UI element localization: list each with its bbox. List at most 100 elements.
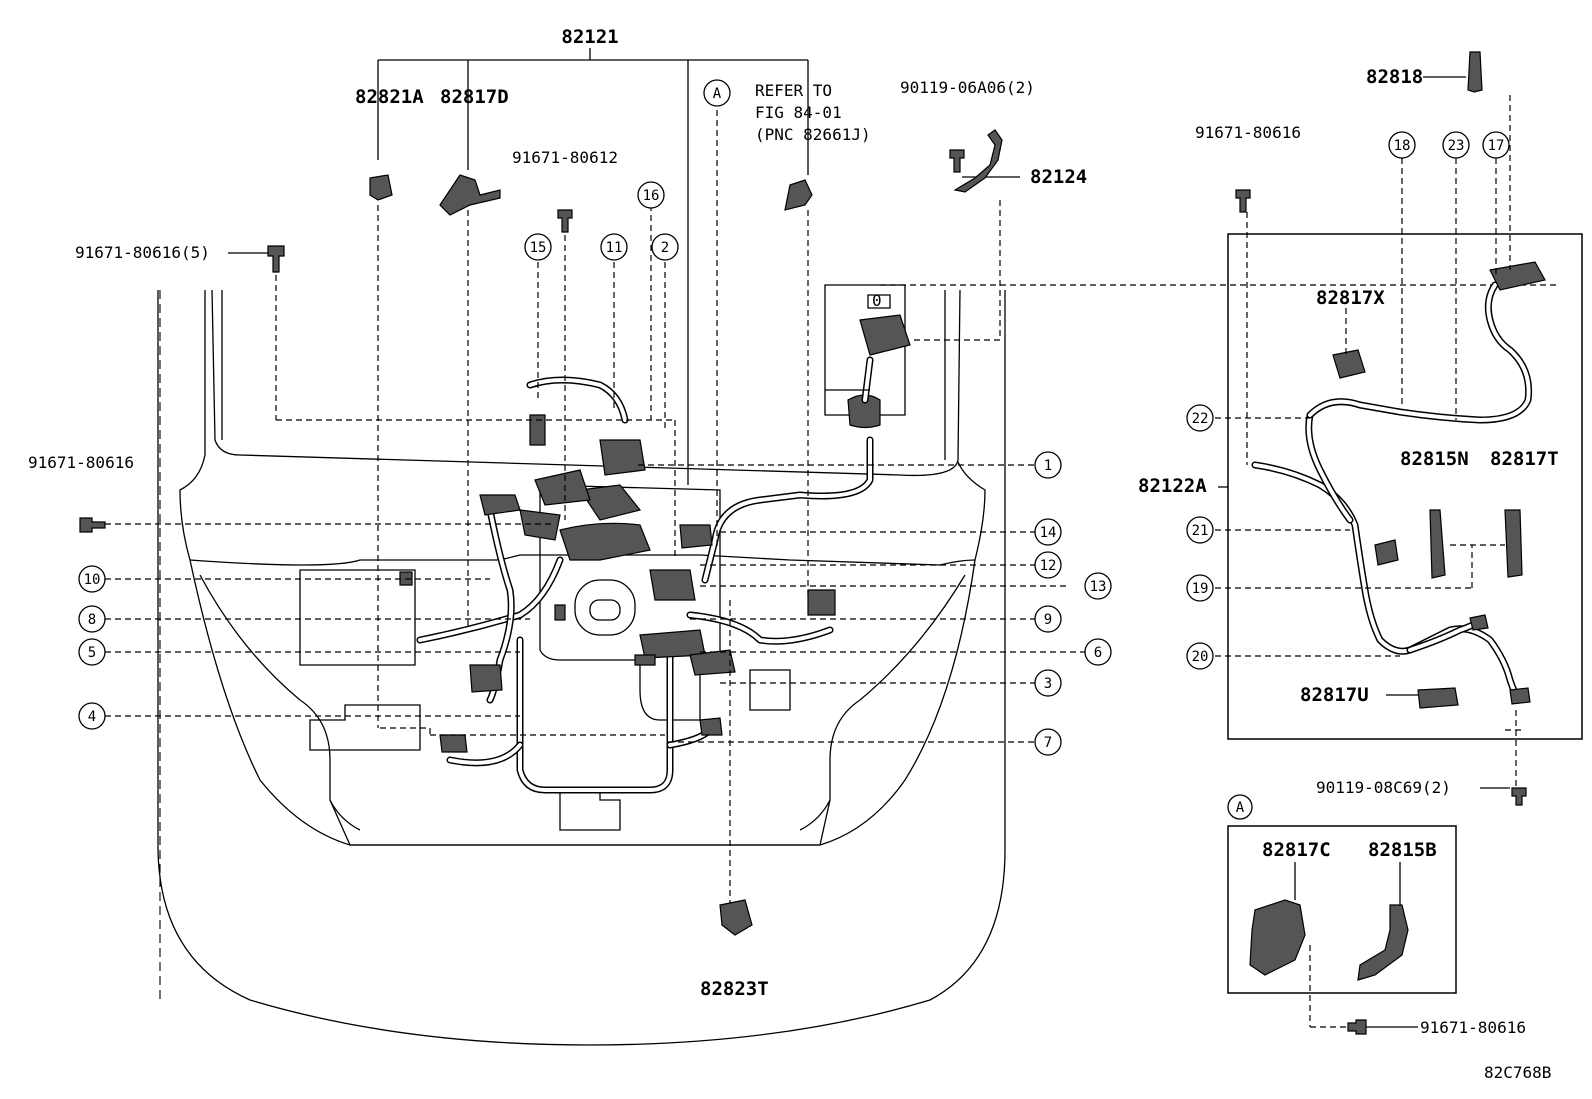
svg-text:7: 7: [1044, 735, 1052, 751]
svg-text:18: 18: [1394, 138, 1411, 154]
detail-A-box: [1227, 825, 1457, 994]
svg-text:19: 19: [1192, 581, 1209, 597]
svg-text:13: 13: [1090, 579, 1107, 595]
callout-17: 17: [1482, 131, 1510, 159]
callout-13: 13: [1084, 572, 1112, 600]
engine-and-main-harness: [399, 376, 874, 794]
callout-2: 2: [651, 233, 679, 261]
label-91671-80616-bottom: 91671-80616: [1420, 1018, 1526, 1037]
bolt-80616-5-shape: [267, 245, 285, 273]
detail-view-A: A 82817C 82815B 91671-80616: [1227, 794, 1526, 1037]
svg-text:4: 4: [88, 709, 96, 725]
part-refer-connector: [784, 179, 813, 211]
callout-22: 22: [1186, 404, 1214, 432]
bolt-left-shape: [79, 517, 106, 533]
svg-text:0: 0: [872, 291, 882, 310]
label-82817U: 82817U: [1300, 684, 1369, 706]
label-82817T: 82817T: [1490, 448, 1559, 470]
callout-7: 7: [1034, 728, 1062, 756]
svg-text:14: 14: [1040, 525, 1057, 541]
svg-text:16: 16: [643, 188, 660, 204]
callout-12: 12: [1034, 551, 1062, 579]
refer-note-line3: (PNC 82661J): [755, 125, 871, 144]
part-82817U-shape: [1417, 687, 1459, 709]
detail-A-marker-circle: [1227, 794, 1253, 820]
bolt-bottom-shape: [1347, 1019, 1367, 1035]
label-82815N: 82815N: [1400, 448, 1469, 470]
harness-82121-label: 82121: [561, 26, 618, 48]
part-82818-shape: [1467, 51, 1483, 93]
callout-19: 19: [1186, 574, 1214, 602]
callout-21: 21: [1186, 516, 1214, 544]
bolt-08C69-shape: [1511, 787, 1527, 806]
label-90119-08C69: 90119-08C69(2): [1316, 778, 1451, 797]
svg-text:1: 1: [1044, 458, 1052, 474]
label-82823T: 82823T: [700, 978, 769, 1000]
callout-18: 18: [1388, 131, 1416, 159]
figure-code: 82C768B: [1484, 1063, 1551, 1082]
svg-text:9: 9: [1044, 612, 1052, 628]
part-82817T-shape: [1504, 509, 1523, 578]
label-82817X: 82817X: [1316, 287, 1385, 309]
callout-9: 9: [1034, 605, 1062, 633]
svg-text:8: 8: [88, 612, 96, 628]
part-82817D-shape: [439, 174, 501, 216]
callout-4: 4: [78, 702, 106, 730]
label-82817C: 82817C: [1262, 839, 1331, 861]
svg-text:6: 6: [1094, 645, 1102, 661]
label-82124: 82124: [1030, 166, 1087, 188]
label-91671-80616-left: 91671-80616: [28, 453, 134, 472]
refer-note-line2: FIG 84-01: [755, 103, 842, 122]
bolt-06A06-shape: [949, 149, 965, 173]
svg-text:2: 2: [661, 240, 669, 256]
marker-A-circle: [703, 79, 731, 107]
callout-14: 14: [1034, 518, 1062, 546]
svg-text:11: 11: [606, 240, 623, 256]
harness-82121-bracket: 82121: [377, 26, 809, 485]
callout-15: 15: [524, 233, 552, 261]
sub-harness-panel: 82122A 82817X 82815N 82817T 82817U: [1138, 66, 1583, 797]
svg-text:3: 3: [1044, 676, 1052, 692]
relay-block: 0: [824, 284, 911, 429]
svg-text:22: 22: [1192, 411, 1209, 427]
marker-A-label: A: [713, 86, 722, 102]
svg-text:23: 23: [1448, 138, 1465, 154]
label-82818: 82818: [1366, 66, 1423, 88]
leader-lines-main: [105, 110, 1560, 1000]
svg-text:10: 10: [84, 572, 101, 588]
part-82815N-shape: [1429, 509, 1446, 579]
bolt-80612-shape: [557, 209, 573, 233]
detail-A-marker-label: A: [1236, 800, 1245, 816]
callout-16: 16: [637, 181, 665, 209]
callouts-main: 1 2 3 4 5 6 7 8 9 10 11 12 13 14 15 16: [78, 181, 1112, 756]
svg-text:17: 17: [1488, 138, 1505, 154]
callout-10: 10: [78, 565, 106, 593]
label-91671-80616-5: 91671-80616(5): [75, 243, 210, 262]
sub-harness-box: [1227, 233, 1583, 740]
part-82817C-shape: [1249, 899, 1306, 976]
labels-main: 82821A 82817D 91671-80612 91671-80616(5)…: [28, 78, 1087, 1000]
vehicle-body-outline: [157, 289, 1006, 1046]
part-82815B-shape: [1357, 904, 1409, 981]
label-91671-80616-right: 91671-80616: [1195, 123, 1301, 142]
part-82823T-shape: [719, 899, 753, 936]
svg-text:15: 15: [530, 240, 547, 256]
refer-note-line1: REFER TO: [755, 81, 832, 100]
top-row-parts: [79, 51, 1527, 1035]
callout-20: 20: [1186, 642, 1214, 670]
callout-5: 5: [78, 638, 106, 666]
part-82124-shape: [953, 129, 1003, 193]
label-91671-80612: 91671-80612: [512, 148, 618, 167]
callout-3: 3: [1034, 669, 1062, 697]
callout-11: 11: [600, 233, 628, 261]
label-90119-06A06: 90119-06A06(2): [900, 78, 1035, 97]
callout-6: 6: [1084, 638, 1112, 666]
part-82817X-shape: [1332, 349, 1366, 379]
label-82821A: 82821A: [355, 86, 424, 108]
svg-text:5: 5: [88, 645, 96, 661]
svg-text:12: 12: [1040, 558, 1057, 574]
bolt-right-shape: [1235, 189, 1251, 213]
label-82817D: 82817D: [440, 86, 509, 108]
svg-text:21: 21: [1192, 523, 1209, 539]
